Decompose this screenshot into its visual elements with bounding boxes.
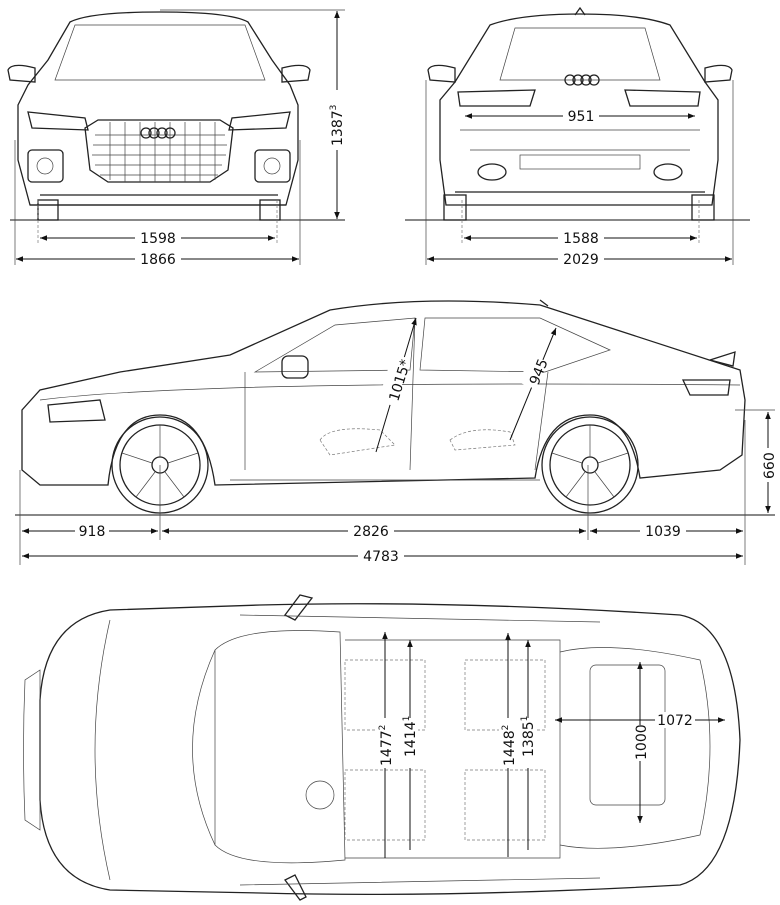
rear-track-label: 1588 (563, 231, 599, 247)
top-view: 14772 14141 14482 13851 1000 1072 (23, 594, 741, 901)
front-overhang-label: 918 (79, 524, 106, 540)
front-shoulder-label: 14772 (378, 725, 395, 766)
rear-view: 951 1588 2029 (405, 6, 750, 268)
brand-rings-logo (140, 127, 176, 139)
trunk-length-label: 1072 (657, 713, 693, 729)
front-width-label: 1866 (140, 252, 176, 268)
rear-trunk-width-label: 951 (568, 109, 595, 125)
front-view: 1598 1866 13873 (7, 9, 346, 268)
trunk-width-label: 1000 (634, 724, 650, 760)
side-view: 918 2826 1039 4783 660 1015* 945 (15, 299, 778, 565)
length-label: 4783 (363, 549, 399, 565)
rear-overhang-label: 1039 (645, 524, 681, 540)
front-track-label: 1598 (140, 231, 176, 247)
rear-shoulder-label: 14482 (501, 725, 518, 766)
rear-elbow-label: 13851 (520, 716, 537, 757)
front-elbow-label: 14141 (402, 716, 419, 757)
wheelbase-label: 2826 (353, 524, 389, 540)
rear-width-label: 2029 (563, 252, 599, 268)
rear-wheel (541, 416, 639, 514)
front-height-label: 13873 (329, 105, 346, 146)
loading-height-label: 660 (762, 452, 778, 479)
